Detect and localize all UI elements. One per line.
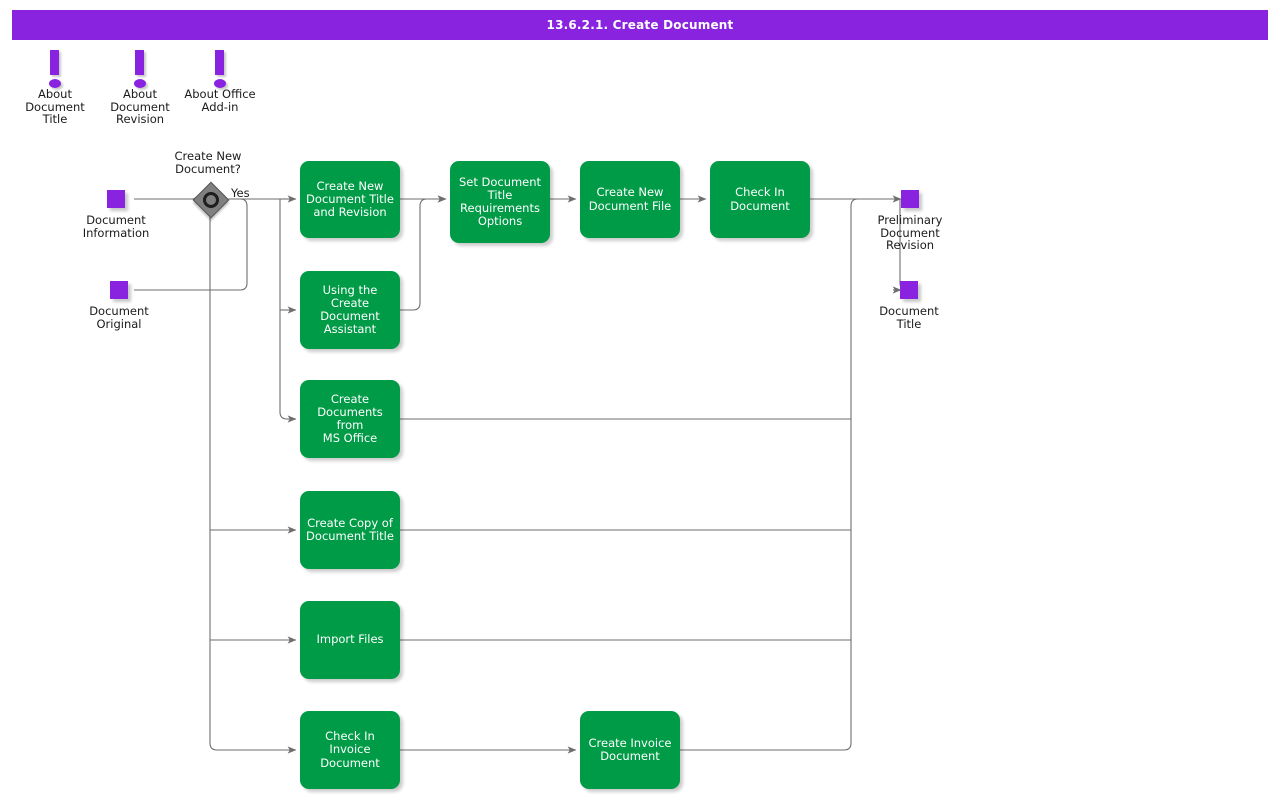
page-title: 13.6.2.1. Create Document [12, 10, 1268, 40]
data-square-icon [107, 190, 125, 208]
process-set-document-title-requirements-options[interactable]: Set Document Title Requirements Options [450, 161, 550, 243]
note-label: About Document Title [25, 87, 85, 127]
data-node-label: Document Original [89, 304, 149, 331]
process-check-in-invoice-document[interactable]: Check In Invoice Document [300, 711, 400, 789]
data-node-label: Document Title [879, 304, 939, 331]
process-create-invoice-document[interactable]: Create Invoice Document [580, 711, 680, 789]
process-using-the-create-document-assistant[interactable]: Using the Create Document Assistant [300, 271, 400, 349]
data-square-icon [901, 190, 919, 208]
process-create-new-document-title-and-revision[interactable]: Create New Document Title and Revision [300, 161, 400, 238]
data-node-label: Preliminary Document Revision [877, 213, 943, 253]
process-check-in-document[interactable]: Check In Document [710, 161, 810, 238]
note-label: About Document Revision [110, 87, 170, 127]
note-about-document-title[interactable]: About Document Title [0, 50, 110, 126]
process-import-files[interactable]: Import Files [300, 601, 400, 679]
data-square-icon [110, 281, 128, 299]
circle-icon [203, 192, 219, 208]
process-create-copy-of-document-title[interactable]: Create Copy of Document Title [300, 491, 400, 569]
decision-label: Create New Document? [174, 149, 242, 176]
exclamation-icon [165, 50, 275, 88]
process-create-documents-from-ms-office[interactable]: Create Documents from MS Office [300, 380, 400, 458]
data-node-label: Document Information [82, 213, 150, 240]
edge-label-yes: Yes [231, 186, 250, 200]
decision-create-new-document[interactable] [192, 181, 230, 219]
note-about-office-add-in[interactable]: About Office Add-in [165, 50, 275, 113]
exclamation-icon [85, 50, 195, 88]
process-create-new-document-file[interactable]: Create New Document File [580, 161, 680, 238]
note-label: About Office Add-in [184, 87, 256, 114]
exclamation-icon [0, 50, 110, 88]
data-square-icon [900, 281, 918, 299]
note-about-document-revision[interactable]: About Document Revision [85, 50, 195, 126]
